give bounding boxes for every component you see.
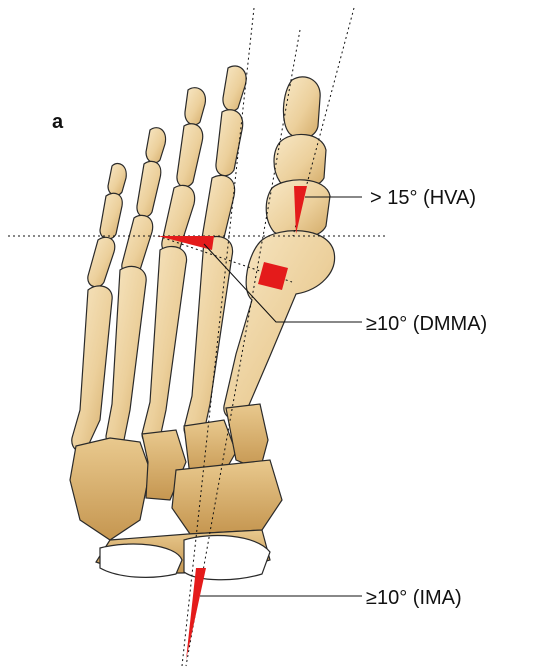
foot-bones — [69, 65, 336, 581]
fourth-toe — [121, 127, 167, 277]
second-toe — [201, 65, 247, 253]
leader-lines — [200, 196, 362, 597]
dmma-angle-marker — [158, 236, 214, 250]
articular-surface-line — [157, 235, 293, 283]
first-mt-marker — [258, 262, 288, 290]
second-metatarsal-axis — [181, 7, 255, 667]
leg-bones — [99, 534, 271, 581]
hva-angle-marker — [294, 186, 307, 234]
angle-markers — [158, 186, 307, 660]
hva-label: > 15° (HVA) — [370, 187, 476, 209]
dmma-leader — [203, 243, 362, 323]
metatarsals — [71, 230, 336, 452]
panel-label: a — [52, 111, 64, 133]
fifth-toe — [87, 162, 127, 288]
dmma-label: ≥10° (DMMA) — [366, 313, 487, 335]
ima-angle-marker — [186, 568, 206, 660]
ima-label: ≥10° (IMA) — [366, 587, 462, 609]
third-toe — [161, 87, 207, 255]
